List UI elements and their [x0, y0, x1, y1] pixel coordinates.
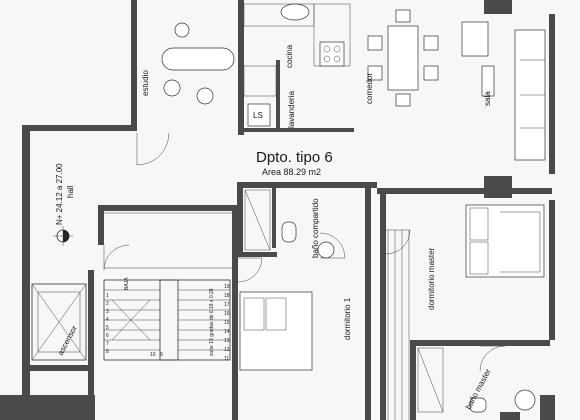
dining-chair: [367, 65, 383, 81]
washer: [247, 103, 271, 127]
sink: [317, 241, 335, 259]
room-label-dormitorio-master: dormitorio master: [427, 247, 436, 310]
stair-step-number: 19: [224, 284, 230, 290]
stair-step-number: 8: [106, 349, 109, 355]
washer-label: LS: [253, 111, 263, 120]
dining-chair: [395, 93, 411, 107]
bed-1: [239, 291, 313, 371]
room-label-comedor: comedor: [365, 73, 374, 104]
stair-step-number: 6: [106, 333, 109, 339]
stair-step-number: 2: [106, 301, 109, 307]
stair-step-number: 9: [160, 352, 163, 358]
walls: [0, 0, 555, 420]
stair-step-number: 4: [106, 317, 109, 323]
north-arrow-icon: [53, 226, 73, 246]
stair-step-number: 7: [106, 341, 109, 347]
stair-step-number: 18: [224, 293, 230, 299]
furniture: [161, 3, 546, 413]
room-label-hall: hall: [66, 185, 75, 198]
dining-chair: [367, 35, 383, 51]
study-chair: [174, 22, 190, 38]
plan-title: Dpto. tipo 6: [256, 149, 333, 166]
hall-level: N+ 24.12 a 27.00: [55, 163, 64, 225]
armchair: [461, 21, 489, 57]
stair-step-numbers-left: 1 2 3 4 5 6 7 8: [106, 293, 109, 355]
stairs-spec: sube 19 gradas de 0.18 x 0.28: [209, 288, 215, 356]
stair-step-number: 12: [224, 347, 230, 353]
stair-step-number: 1: [106, 293, 109, 299]
room-label-cocina: cocina: [285, 44, 294, 68]
room-label-dormitorio-1: dormitorio 1: [343, 297, 352, 340]
coffee-table: [481, 65, 495, 97]
stair-step-number: 13: [224, 338, 230, 344]
master-sink: [514, 389, 536, 411]
stair-step-numbers-bottom: 10 9: [150, 352, 163, 358]
dining-table: [387, 25, 419, 91]
casework: [104, 3, 444, 420]
stair-step-number: 14: [224, 329, 230, 335]
stair-step-number: 10: [150, 352, 156, 358]
staircase: [103, 279, 231, 361]
doors: [103, 132, 506, 372]
stair-step-number: 5: [106, 325, 109, 331]
study-chair: [196, 87, 214, 105]
study-chair: [163, 79, 181, 97]
stair-step-numbers-right: 19 18 17 16 15 14 13 12 11: [224, 284, 230, 362]
stove: [319, 41, 345, 67]
toilet: [281, 221, 297, 243]
elevator: [31, 283, 87, 361]
room-label-estudio: estudio: [141, 70, 150, 96]
room-label-lavanderia: lavanderia: [287, 91, 296, 128]
room-label-bano-compartido: baño compartido: [311, 198, 320, 258]
master-bed: [465, 204, 545, 278]
dining-chair: [423, 65, 439, 81]
stair-step-number: 15: [224, 320, 230, 326]
dining-chair: [423, 35, 439, 51]
study-desk: [161, 47, 235, 71]
plan-area: Area 88.29 m2: [262, 167, 321, 177]
stair-step-number: 3: [106, 309, 109, 315]
room-label-sala: sala: [483, 91, 492, 106]
dining-chair: [395, 9, 411, 23]
stair-step-number: 17: [224, 302, 230, 308]
stair-step-number: 16: [224, 311, 230, 317]
stairs-direction: BAJA: [124, 277, 130, 290]
stair-step-number: 11: [224, 356, 229, 362]
master-toilet: [469, 397, 487, 413]
kitchen-sink: [280, 3, 310, 21]
